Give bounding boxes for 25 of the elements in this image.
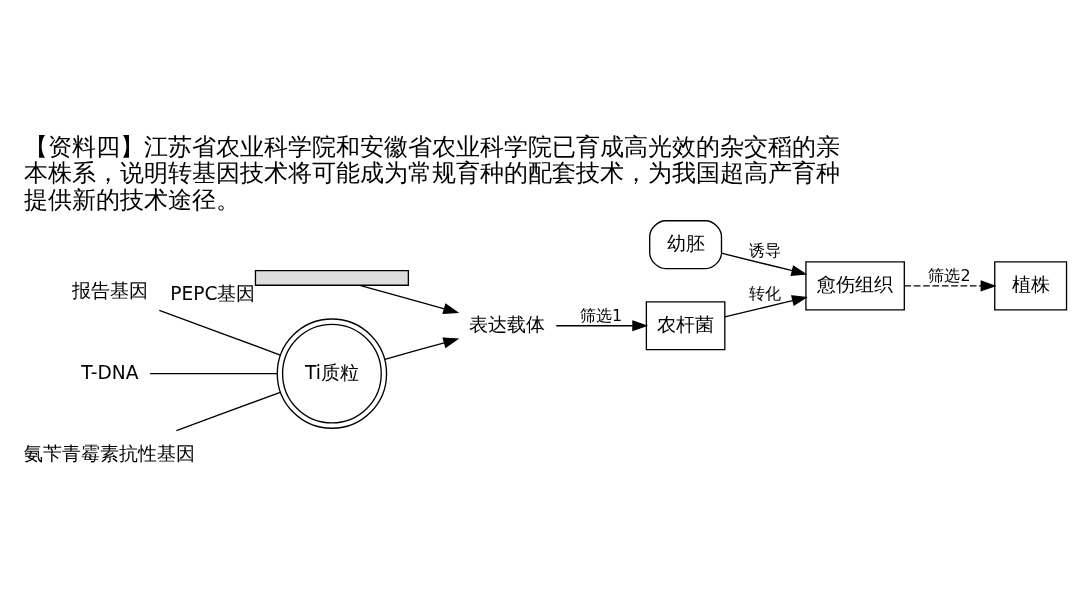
edge-label: 转化 [749,283,782,303]
arrow [359,284,460,314]
edge-label: 诱导 [749,240,782,260]
connector [158,309,281,356]
arrow [903,279,997,291]
connector [175,391,281,431]
node-text: T-DNA [81,361,139,383]
arrow [384,337,460,360]
node-bar [254,269,410,286]
node-text: 表达载体 [468,313,545,335]
node-circle: Ti质粒 [276,317,388,429]
arrow [720,252,808,276]
node-label: PEPC基因 [170,282,256,304]
edge-label: 筛选1 [580,305,623,325]
diagram-title: 【资料四】江苏省农业科学院和安徽省农业科学院已育成高光效的杂交稻的亲本株系，说明转基因技术将可能成为常规育种的配套技术，为我国超高产育种提供新的技术途径。 [24,132,841,214]
node-text: 报告基因 [71,279,148,301]
node-box: 幼胚 [649,219,723,269]
arrow [724,294,808,317]
node-box: 植株 [994,260,1068,310]
node-box: 愈伤组织 [805,260,905,310]
connector [149,372,278,374]
node-text: 氨苄青霉素抗性基因 [24,442,196,464]
edge-label: 筛选2 [928,265,971,285]
node-box: 农杆菌 [645,300,726,350]
arrow [555,319,649,331]
